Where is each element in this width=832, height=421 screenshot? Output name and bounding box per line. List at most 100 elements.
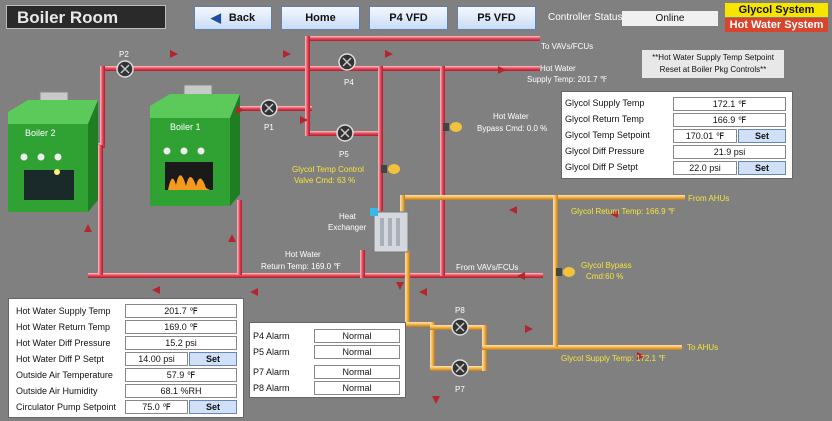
boiler-2: Boiler 2 [8, 91, 98, 212]
p1-label: P1 [264, 123, 274, 132]
hw-supply-label: Hot Water [540, 64, 576, 73]
flame-icon [168, 175, 210, 190]
arrow-right-icon [385, 50, 393, 58]
page-title: Boiler Room [6, 5, 166, 29]
glycol-supply-temp-value: 172.1 ℉ [673, 97, 786, 111]
p7-alarm-value: Normal [314, 365, 400, 379]
p8-label: P8 [455, 306, 465, 315]
alarm-row-label: P8 Alarm [253, 383, 290, 393]
hw-row-label: Outside Air Temperature [16, 370, 113, 380]
boiler-1: Boiler 1 [150, 84, 240, 206]
back-button[interactable]: ◀ Back [194, 6, 272, 30]
home-button[interactable]: Home [281, 6, 360, 30]
hw-row-label: Circulator Pump Setpoint [16, 402, 117, 412]
p5-alarm-value: Normal [314, 345, 400, 359]
hw-supply-temp-value: 201.7 ℉ [125, 304, 237, 318]
arrow-down-icon [432, 396, 440, 404]
hw-diff-p-setpt-set-button[interactable]: Set [189, 352, 237, 366]
glycol-diff-pressure-value: 21.9 psi [673, 145, 786, 159]
glycol-row-label: Glycol Diff Pressure [565, 146, 645, 156]
hw-diff-pressure-value: 15.2 psi [125, 336, 237, 350]
glycol-bypass-cmd: Cmd:60 % [586, 272, 623, 281]
glycol-valve-cmd: Valve Cmd: 63 % [294, 176, 355, 185]
glycol-valve-label: Glycol Temp Control [292, 165, 364, 174]
back-button-label: Back [228, 12, 256, 24]
boiler-1-label: Boiler 1 [170, 122, 201, 132]
arrow-right-icon [300, 116, 308, 124]
arrow-left-icon [517, 272, 525, 280]
pump-p4[interactable]: P4 [338, 53, 356, 87]
arrow-right-icon [236, 106, 244, 114]
arrow-left-icon [250, 288, 258, 296]
glycol-system-button[interactable]: Glycol System [725, 3, 828, 17]
from-ahus-label: From AHUs [688, 194, 729, 203]
arrow-left-icon [152, 286, 160, 294]
glycol-return-temp-value: 166.9 ℉ [673, 113, 786, 127]
to-vavs-label: To VAVs/FCUs [541, 42, 593, 51]
p7-label: P7 [455, 385, 465, 394]
alarm-row-label: P5 Alarm [253, 347, 290, 357]
arrow-left-icon [509, 206, 517, 214]
heat-exchanger-label-2: Exchanger [328, 223, 367, 232]
hw-row-label: Hot Water Diff Pressure [16, 338, 111, 348]
glycol-row-label: Glycol Supply Temp [565, 98, 645, 108]
hot-water-system-button[interactable]: Hot Water System [725, 18, 828, 32]
p8-alarm-value: Normal [314, 381, 400, 395]
p4-vfd-button[interactable]: P4 VFD [369, 6, 448, 30]
glycol-temp-setpoint-set-button[interactable]: Set [738, 129, 786, 143]
pump-p1[interactable]: P1 [260, 99, 278, 132]
hot-water-panel: Hot Water Supply Temp 201.7 ℉ Hot Water … [8, 298, 244, 418]
p5-vfd-button[interactable]: P5 VFD [457, 6, 536, 30]
setpoint-reset-note: **Hot Water Supply Temp Setpoint Reset a… [642, 50, 784, 78]
arrow-right-icon [498, 66, 506, 74]
arrow-up-icon [84, 224, 92, 232]
arrow-down-icon [396, 282, 404, 290]
hw-row-label: Outside Air Humidity [16, 386, 98, 396]
hw-bypass-valve[interactable] [443, 122, 462, 132]
from-vavs-label: From VAVs/FCUs [456, 263, 518, 272]
controller-status-label: Controller Status [548, 12, 623, 23]
pump-p8[interactable]: P8 [451, 306, 469, 336]
pump-p7[interactable]: P7 [451, 359, 469, 394]
glycol-row-label: Glycol Return Temp [565, 114, 644, 124]
arrow-up-icon [228, 234, 236, 242]
to-ahus-label: To AHUs [687, 343, 718, 352]
boiler-2-label: Boiler 2 [25, 128, 56, 138]
outside-air-humidity-value: 68.1 %RH [125, 384, 237, 398]
hw-return-label: Hot Water [285, 250, 321, 259]
p2-label: P2 [119, 50, 129, 59]
pump-p5[interactable]: P5 [336, 124, 354, 159]
hw-row-label: Hot Water Supply Temp [16, 306, 111, 316]
hw-bypass-label: Hot Water [493, 112, 529, 121]
pump-p2[interactable]: P2 [116, 50, 134, 78]
circulator-pump-setpoint-value[interactable]: 75.0 ℉ [125, 400, 188, 414]
glycol-bypass-label: Glycol Bypass [581, 261, 632, 270]
glycol-row-label: Glycol Diff P Setpt [565, 162, 638, 172]
circulator-pump-setpoint-set-button[interactable]: Set [189, 400, 237, 414]
arrow-left-icon [610, 210, 618, 218]
glycol-diff-p-setpt-set-button[interactable]: Set [738, 161, 786, 175]
alarm-row-label: P4 Alarm [253, 331, 290, 341]
glycol-return-temp: Glycol Return Temp: 166.9 ℉ [571, 207, 676, 216]
back-arrow-icon: ◀ [210, 10, 221, 25]
glycol-diff-p-setpt-value[interactable]: 22.0 psi [673, 161, 737, 175]
hw-bypass-cmd: Bypass Cmd: 0.0 % [477, 124, 547, 133]
hw-return-temp-value: 169.0 ℉ [125, 320, 237, 334]
p5-label: P5 [339, 150, 349, 159]
glycol-temp-setpoint-value[interactable]: 170.01 ℉ [673, 129, 737, 143]
glycol-panel: Glycol Supply Temp 172.1 ℉ Glycol Return… [561, 91, 793, 179]
outside-air-temp-value: 57.9 ℉ [125, 368, 237, 382]
hw-diff-p-setpt-value[interactable]: 14.00 psi [125, 352, 188, 366]
p4-label: P4 [344, 78, 354, 87]
alarm-row-label: P7 Alarm [253, 367, 290, 377]
glycol-bypass-valve[interactable] [556, 267, 575, 277]
heat-exchanger-label-1: Heat [339, 212, 357, 221]
hw-supply-temp: Supply Temp: 201.7 ℉ [527, 75, 608, 84]
hw-return-temp: Return Temp: 169.0 ℉ [261, 262, 341, 271]
hw-row-label: Hot Water Diff P Setpt [16, 354, 104, 364]
alarm-panel: P4 Alarm Normal P5 Alarm Normal P7 Alarm… [249, 322, 406, 398]
arrow-right-icon [525, 325, 533, 333]
glycol-temp-valve[interactable] [381, 164, 400, 174]
